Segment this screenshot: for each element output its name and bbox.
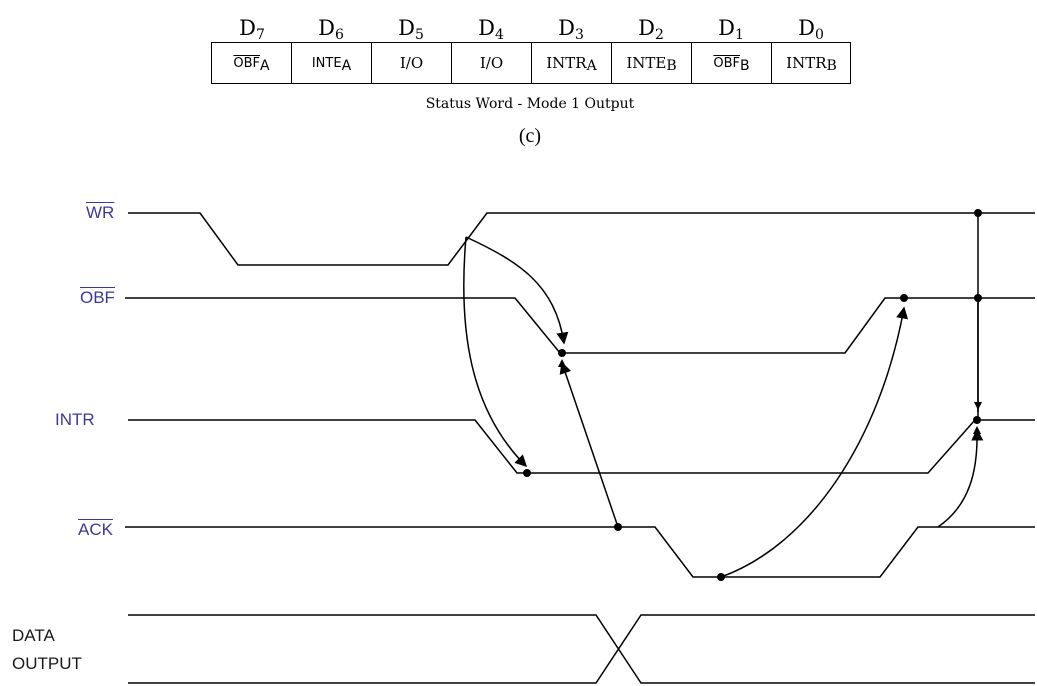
figure-sublabel: (c) (518, 125, 542, 147)
arrowhead-obf-up (558, 359, 566, 367)
dot-intr-fall (523, 469, 531, 477)
arrow-ack-to-intr-rise (937, 428, 984, 528)
register-caption: Status Word - Mode 1 Output (425, 96, 635, 112)
data-bus-lower (128, 614, 1035, 684)
arrow-wr-to-obf (465, 236, 569, 345)
signal-label-wr: WR (86, 203, 115, 222)
signal-label-ack: ACK (78, 520, 113, 539)
signal-label-output: OUTPUT (12, 654, 82, 673)
signal-label-obf: OBF (80, 288, 115, 307)
data-bus-upper (128, 614, 1035, 684)
wr-waveform (128, 212, 1035, 266)
signal-label-intr: INTR (55, 410, 95, 429)
dot-ack-fall (614, 523, 622, 531)
ack-waveform (125, 526, 1035, 578)
dot-ack-low (717, 573, 725, 581)
bit-d5-cell: I/O (372, 42, 452, 84)
arrowhead-intr-up (973, 426, 981, 434)
dot-obf-rise (900, 294, 908, 302)
arrowhead-intr-down (974, 402, 982, 410)
dot-wr-right (974, 209, 982, 217)
dot-obf-fall (558, 349, 566, 357)
arrow-ack-to-obf (559, 361, 619, 528)
dot-obf-right (974, 294, 982, 302)
arrow-ack-to-obf-rise (720, 306, 909, 578)
intr-waveform (128, 419, 1035, 474)
signal-label-data: DATA (12, 626, 55, 645)
obf-waveform (125, 297, 1035, 354)
dot-intr-rise (973, 416, 981, 424)
arrow-wr-to-intr (463, 236, 528, 468)
bit-d4-cell: I/O (452, 42, 532, 84)
